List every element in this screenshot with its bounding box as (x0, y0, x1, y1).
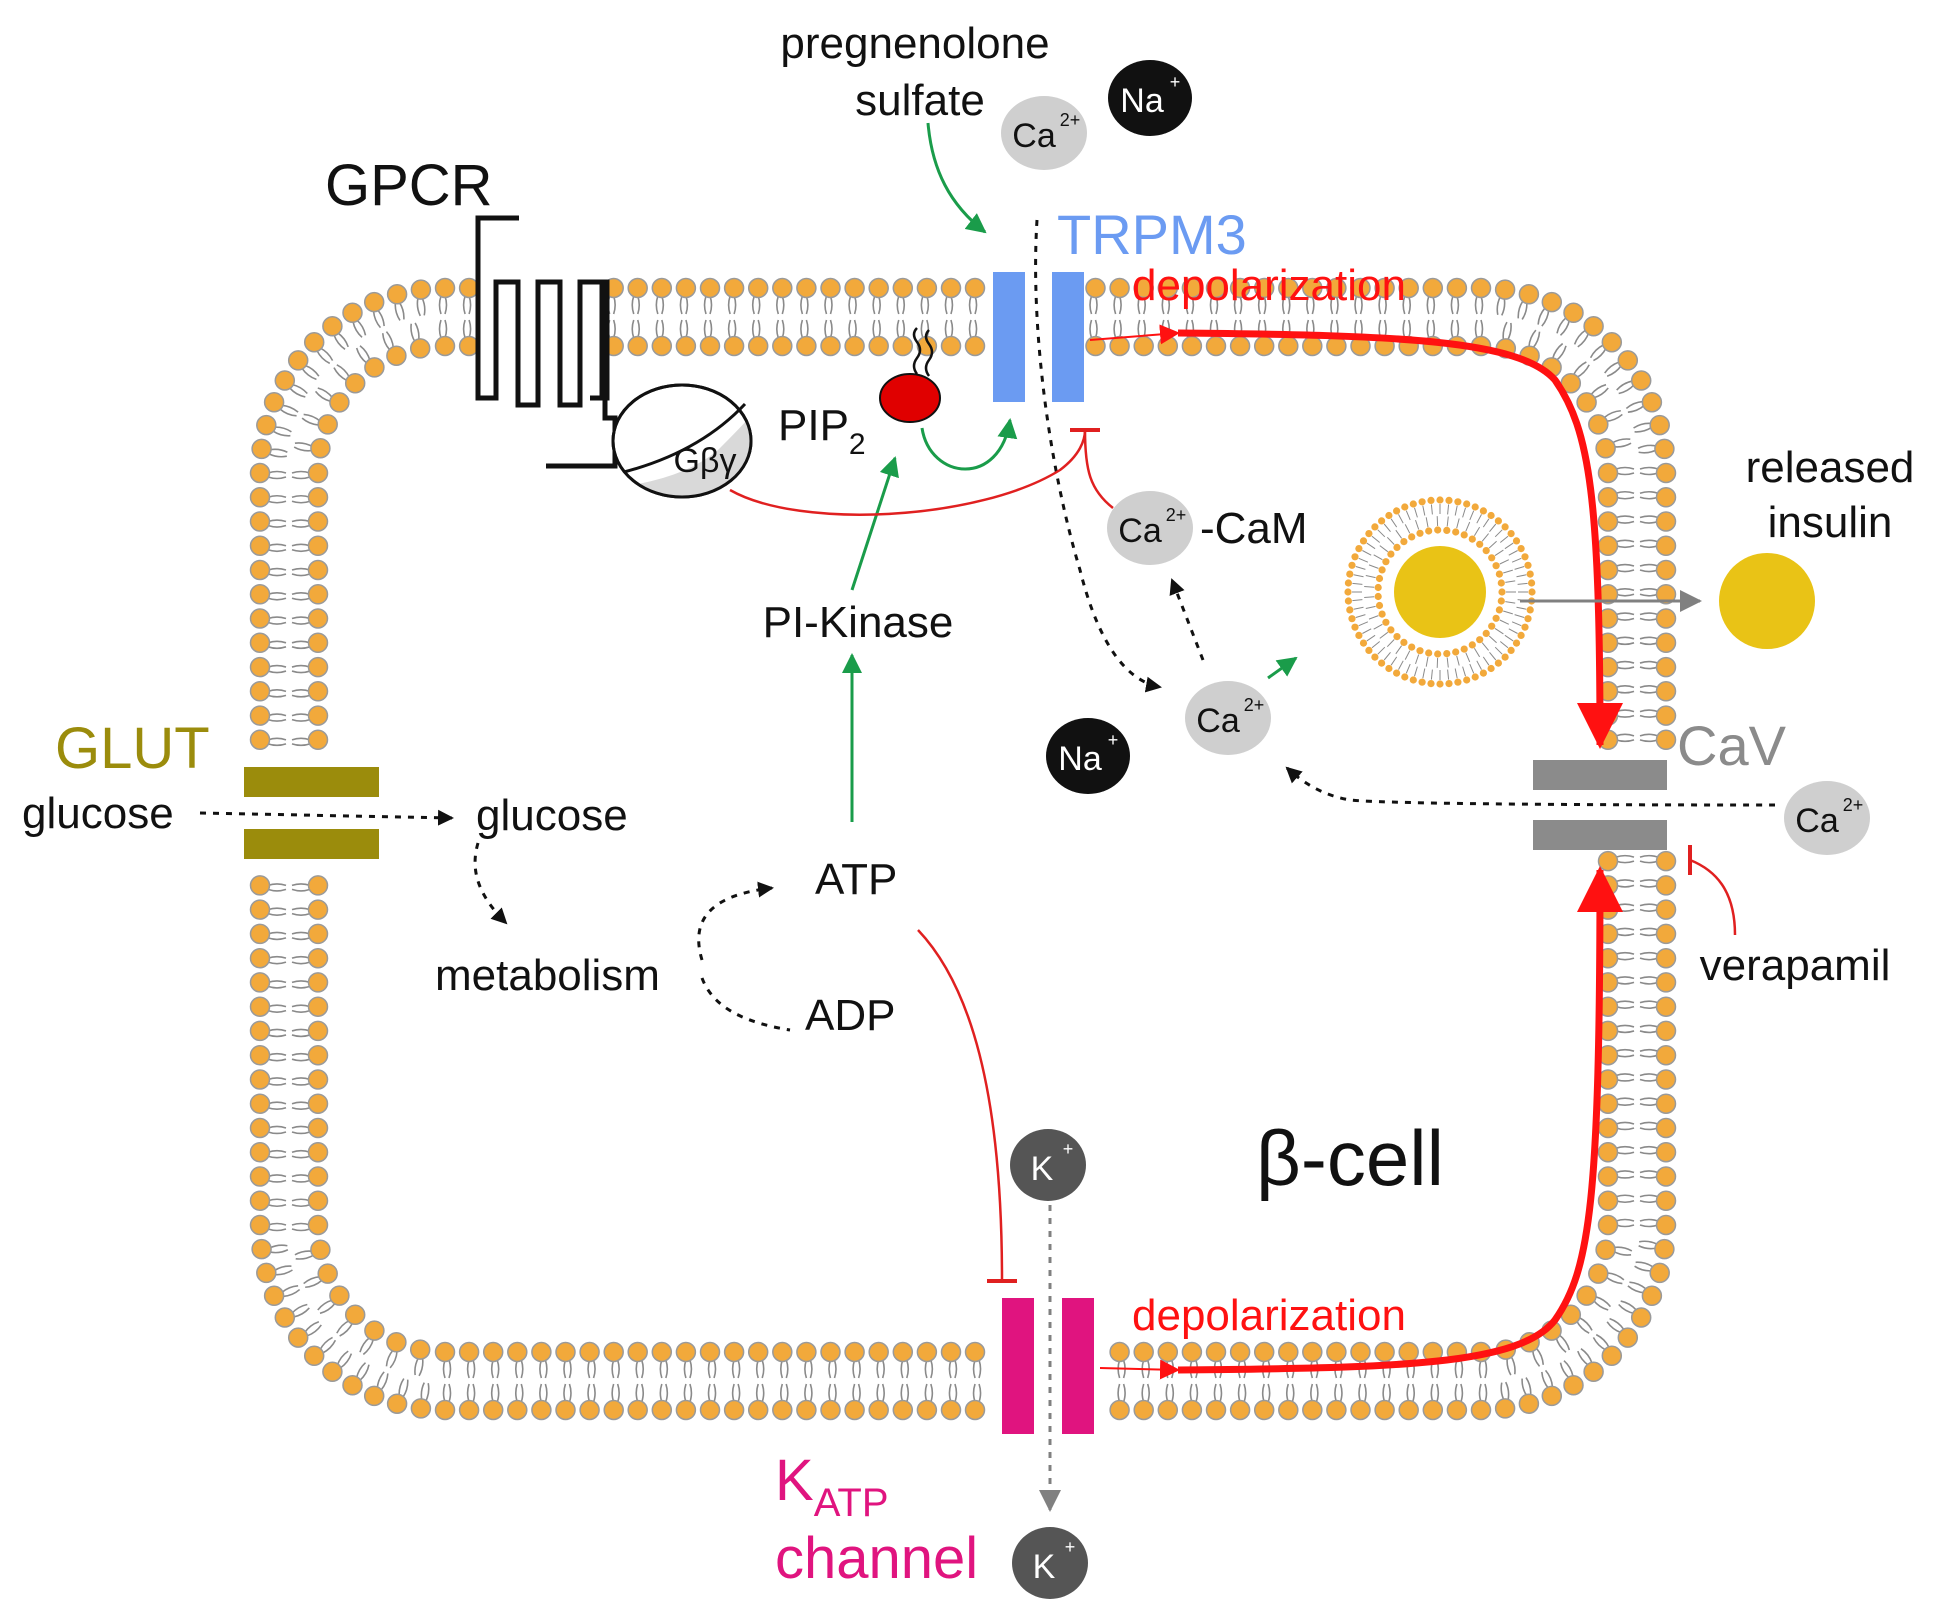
glucose-inside-label: glucose (476, 791, 628, 840)
svg-text:+: + (1170, 72, 1181, 92)
released-insulin-label-line2: insulin (1768, 498, 1893, 547)
glucose-outside-label: glucose (22, 789, 174, 838)
glut-transporter (244, 767, 379, 859)
depolarization-tail-top (1089, 324, 1180, 345)
svg-text:2+: 2+ (1060, 110, 1081, 130)
released-insulin-label-line1: released (1746, 443, 1915, 492)
arrow-pikinase-pip2 (850, 456, 899, 591)
beta-cell-label: β-cell (1256, 1114, 1444, 1202)
pregnenolone-label-line2: sulfate (855, 76, 985, 125)
depolarization-label-bottom: depolarization (1132, 1291, 1406, 1340)
gpcr-7tm-icon (475, 215, 618, 469)
pi-kinase-label: PI-Kinase (763, 598, 954, 647)
adp-label: ADP (805, 991, 895, 1040)
pregnenolone-label-line1: pregnenolone (780, 19, 1049, 68)
vesicle-lipid-tails (1352, 504, 1528, 680)
katp-channel-label: channel (775, 1526, 978, 1591)
katp-label: KATP (775, 1448, 889, 1525)
ion-na-cytosol: Na + (1046, 718, 1130, 794)
arrow-pip2-trpm3 (920, 418, 1018, 471)
ion-na-outside: Na + (1108, 60, 1192, 136)
svg-text:2+: 2+ (1244, 695, 1265, 715)
trpm3-channel (993, 272, 1084, 402)
arrow-calcium-cam (1169, 578, 1205, 661)
lipid-heads (249, 277, 1677, 1421)
trpm3-label: TRPM3 (1057, 203, 1247, 266)
glut-label: GLUT (55, 716, 210, 781)
lipid-tails (267, 295, 1659, 1403)
ion-k-cytosol: K + (1010, 1129, 1086, 1201)
svg-text:Ca: Ca (1118, 512, 1162, 550)
svg-text:2+: 2+ (1166, 505, 1187, 525)
svg-text:K: K (1033, 1548, 1056, 1586)
vesicle-insulin-core (1394, 546, 1486, 638)
arrow-glucose-uptake (199, 809, 454, 826)
arrow-trpm3-calcium (1034, 219, 1162, 693)
ion-ca-outside-top: Ca 2+ (1001, 96, 1087, 170)
atp-label: ATP (815, 855, 897, 904)
svg-text:+: + (1063, 1139, 1074, 1159)
depolarization-tail-bottom (1099, 1359, 1180, 1380)
depolarization-loop-top (1177, 329, 1623, 749)
cam-label: -CaM (1200, 504, 1308, 553)
plasma-membrane (249, 277, 1677, 1421)
depolarization-loop-bottom (1177, 866, 1623, 1374)
line-metabolism-adp (700, 977, 791, 1032)
pip2-lipid-icon (879, 327, 941, 423)
svg-text:Ca: Ca (1012, 117, 1056, 155)
inhibit-gbg-trpm3 (729, 429, 1087, 516)
inhibit-atp-katp (917, 929, 1004, 1281)
ion-ca-cytosol: Ca 2+ (1185, 681, 1271, 755)
svg-text:2+: 2+ (1843, 795, 1864, 815)
arrow-metabolism-atp (697, 881, 774, 961)
arrow-calcium-exocytosis (1267, 656, 1298, 680)
svg-text:Ca: Ca (1795, 802, 1839, 840)
depolarization-label-top: depolarization (1132, 261, 1406, 310)
gbg-label: Gβγ (673, 442, 736, 480)
svg-text:+: + (1108, 730, 1119, 750)
ion-ca-cam: Ca 2+ (1107, 491, 1193, 565)
svg-text:K: K (1031, 1150, 1054, 1188)
cav-label: CaV (1677, 714, 1787, 777)
insulin-vesicle-icon (1344, 496, 1536, 688)
katp-channel (1002, 1298, 1094, 1434)
ion-k-outside: K + (1012, 1527, 1088, 1599)
arrow-pregnenolone-trpm3 (926, 122, 987, 234)
inhibit-cam-trpm3 (1083, 429, 1114, 509)
svg-text:Na: Na (1058, 740, 1102, 778)
svg-text:Na: Na (1120, 82, 1164, 120)
ion-ca-outside-right: Ca 2+ (1784, 781, 1870, 855)
inhibit-verapamil-cav (1689, 858, 1737, 936)
insulin-granule-icon (1719, 553, 1815, 649)
svg-text:+: + (1065, 1537, 1076, 1557)
metabolism-label: metabolism (435, 951, 660, 1000)
gpcr-label: GPCR (325, 153, 493, 218)
verapamil-label: verapamil (1700, 941, 1891, 990)
arrow-glucose-metabolism (473, 842, 508, 925)
svg-text:Ca: Ca (1196, 702, 1240, 740)
pip2-label: PIP2 (778, 401, 866, 461)
cav-channel (1533, 760, 1667, 850)
vesicle-lipid-heads (1344, 496, 1536, 688)
g-beta-gamma: Gβγ (611, 383, 753, 499)
arrow-cav-calcium (1285, 766, 1776, 807)
